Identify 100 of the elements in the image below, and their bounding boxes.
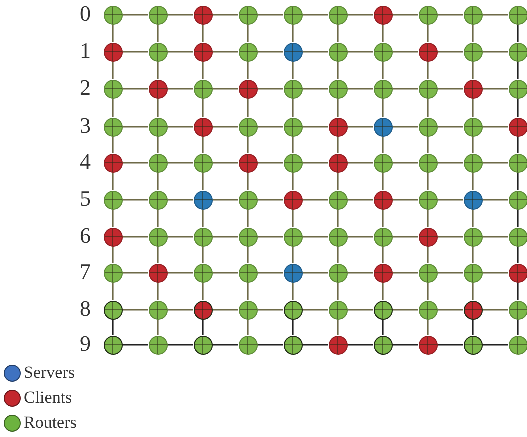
circle-node xyxy=(328,42,348,62)
circle-node xyxy=(464,154,482,172)
grid-link xyxy=(122,126,148,128)
grid-link xyxy=(258,272,284,274)
grid-link xyxy=(517,210,519,228)
grid-link xyxy=(382,210,384,228)
circle-node xyxy=(104,42,122,62)
grid-link xyxy=(122,309,148,311)
grid-link xyxy=(112,246,114,264)
grid-link xyxy=(247,98,249,118)
circle-node xyxy=(508,80,527,98)
grid-link xyxy=(122,88,148,90)
grid-link xyxy=(122,14,148,16)
grid-link xyxy=(122,199,148,201)
circle-node xyxy=(148,190,168,210)
grid-link xyxy=(482,236,508,238)
circle-node xyxy=(194,190,212,210)
grid-link xyxy=(482,51,508,53)
circle-node xyxy=(464,190,482,210)
circle-node xyxy=(374,190,392,210)
grid-link xyxy=(427,210,429,228)
grid-link xyxy=(382,24,384,42)
circle-node xyxy=(238,6,258,24)
grid-link xyxy=(247,62,249,80)
grid-link xyxy=(168,344,194,346)
row-number: 1 xyxy=(80,40,91,62)
grid-link xyxy=(337,282,339,300)
grid-link xyxy=(122,51,148,53)
circle-node xyxy=(464,228,482,246)
circle-node xyxy=(194,154,212,172)
grid-link xyxy=(212,272,238,274)
grid-link xyxy=(472,62,474,80)
grid-link xyxy=(258,51,284,53)
circle-node xyxy=(148,6,168,24)
grid-link xyxy=(302,88,328,90)
grid-link xyxy=(392,51,418,53)
grid-link xyxy=(427,98,429,118)
grid-link xyxy=(247,320,249,336)
circle-node xyxy=(238,154,258,172)
grid-link xyxy=(517,246,519,264)
circle-node xyxy=(194,80,212,98)
grid-link xyxy=(157,210,159,228)
grid-link xyxy=(348,309,374,311)
grid-link xyxy=(202,98,204,118)
circle-node xyxy=(418,264,438,282)
circle-node xyxy=(328,154,348,172)
circle-node xyxy=(374,300,392,320)
row-number: 7 xyxy=(80,261,91,283)
grid-link xyxy=(157,62,159,80)
grid-link xyxy=(292,210,294,228)
grid-link xyxy=(392,199,418,201)
row-number: 9 xyxy=(80,333,91,355)
grid-link xyxy=(302,14,328,16)
grid-link xyxy=(258,344,284,346)
circle-node xyxy=(194,300,212,320)
grid-link xyxy=(112,210,114,228)
circle-node xyxy=(284,264,302,282)
circle-node xyxy=(284,42,302,62)
circle-node xyxy=(328,190,348,210)
circle-node xyxy=(508,264,527,282)
circle-node xyxy=(508,336,527,354)
circle-node xyxy=(508,118,527,136)
grid-link xyxy=(112,172,114,190)
grid-link xyxy=(517,24,519,42)
circle-node xyxy=(374,154,392,172)
grid-link xyxy=(247,172,249,190)
grid-link xyxy=(212,344,238,346)
grid-link xyxy=(292,24,294,42)
circle-node xyxy=(328,6,348,24)
circle-node xyxy=(104,190,122,210)
grid-link xyxy=(212,14,238,16)
grid-link xyxy=(168,236,194,238)
circle-node xyxy=(374,264,392,282)
circle-node xyxy=(464,336,482,354)
circle-node xyxy=(418,190,438,210)
grid-link xyxy=(482,14,508,16)
grid-link xyxy=(202,24,204,42)
circle-node xyxy=(238,300,258,320)
grid-link xyxy=(212,51,238,53)
grid-link xyxy=(212,88,238,90)
circle-node xyxy=(418,336,438,354)
circle-node xyxy=(374,80,392,98)
grid-link xyxy=(212,126,238,128)
legend-label: Clients xyxy=(24,389,72,407)
circle-node xyxy=(238,228,258,246)
grid-link xyxy=(202,136,204,154)
grid-link xyxy=(472,246,474,264)
circle-node xyxy=(508,228,527,246)
grid-link xyxy=(348,272,374,274)
circle-node xyxy=(104,336,122,354)
grid-link xyxy=(258,14,284,16)
circle-node xyxy=(418,42,438,62)
grid-link xyxy=(168,88,194,90)
circle-node xyxy=(508,190,527,210)
grid-link xyxy=(382,320,384,336)
grid-link xyxy=(438,272,464,274)
grid-link xyxy=(157,282,159,300)
grid-link xyxy=(212,162,238,164)
circle-node xyxy=(284,300,302,320)
circle-node xyxy=(464,300,482,320)
